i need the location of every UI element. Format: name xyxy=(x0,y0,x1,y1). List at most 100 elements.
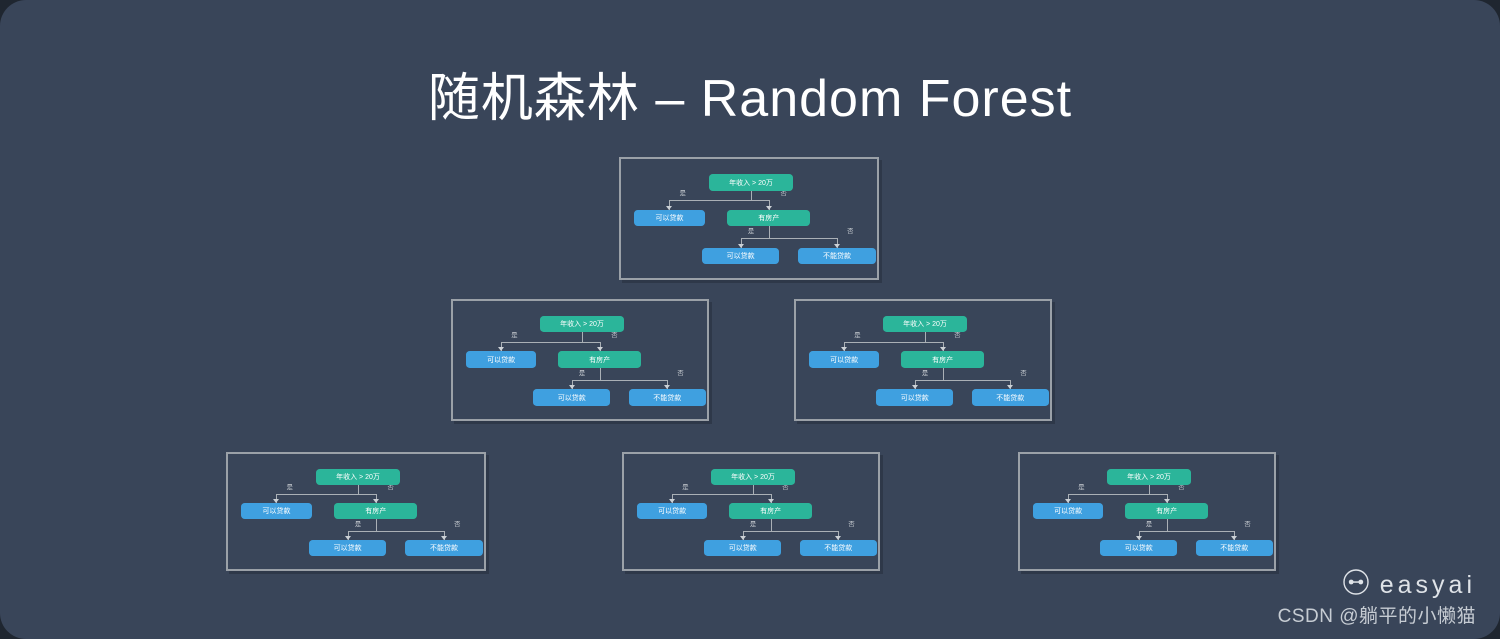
tree-edge-label: 否 xyxy=(1020,369,1027,377)
tree-connector xyxy=(914,379,1011,381)
tree-node-n2: 可以贷款 xyxy=(636,503,708,519)
tree-node-n4: 可以贷款 xyxy=(704,540,781,556)
tree-connector xyxy=(1068,493,1167,495)
tree-canvas: 是否是否年收入 > 20万可以贷款有房产可以贷款不能贷款 xyxy=(621,159,877,278)
tree-connector xyxy=(836,238,838,249)
tree-edge-label: 否 xyxy=(611,331,618,339)
tree-node-n3: 有房产 xyxy=(334,503,418,519)
tree-canvas: 是否是否年收入 > 20万可以贷款有房产可以贷款不能贷款 xyxy=(453,301,707,419)
tree-node-n1: 年收入 > 20万 xyxy=(883,316,967,333)
tree-arrow-head xyxy=(833,244,840,249)
tree-edge-label: 是 xyxy=(854,331,861,339)
tree-arrow-head xyxy=(1065,499,1072,504)
tree-node-n4: 可以贷款 xyxy=(309,540,387,556)
tree-connector xyxy=(770,493,772,504)
tree-arrow-head xyxy=(939,347,946,352)
tree-edge-label: 是 xyxy=(578,369,586,377)
tree-connector xyxy=(1166,518,1168,531)
tree-connector xyxy=(844,341,846,352)
tree-arrow-head xyxy=(273,499,280,504)
tree-connector xyxy=(914,379,916,390)
tree-edge-label: 否 xyxy=(780,189,787,197)
tree-edge-label: 是 xyxy=(749,520,757,528)
tree-connector xyxy=(667,379,669,390)
tree-connector xyxy=(770,518,772,531)
tree-edge-label: 否 xyxy=(847,228,854,236)
tree-connector xyxy=(838,530,840,541)
tree-node-n1: 年收入 > 20万 xyxy=(315,468,401,485)
tree-arrow-head xyxy=(841,347,848,352)
tree-node-n3: 有房产 xyxy=(1125,503,1208,519)
tree-edge-label: 否 xyxy=(1244,520,1251,528)
tree-edge-label: 是 xyxy=(286,483,293,491)
tree-connector xyxy=(1149,484,1150,494)
decision-tree-4: 是否是否年收入 > 20万可以贷款有房产可以贷款不能贷款 xyxy=(226,452,486,571)
decision-tree-5: 是否是否年收入 > 20万可以贷款有房产可以贷款不能贷款 xyxy=(622,452,880,571)
tree-arrow-head xyxy=(1135,536,1142,541)
tree-arrow-head xyxy=(1163,499,1170,504)
tree-connector xyxy=(1068,493,1070,504)
tree-node-n3: 有房产 xyxy=(558,351,641,368)
tree-node-n5: 不能贷款 xyxy=(800,540,877,556)
tree-connector xyxy=(375,518,377,531)
tree-edge-label: 否 xyxy=(454,520,461,528)
tree-edge-label: 否 xyxy=(387,483,394,491)
tree-edge-label: 否 xyxy=(848,520,855,528)
easyai-logo: easyai xyxy=(1278,568,1476,601)
tree-edge-label: 是 xyxy=(1078,483,1085,491)
tree-connector xyxy=(276,493,278,504)
tree-connector xyxy=(672,493,674,504)
decision-tree-1: 是否是否年收入 > 20万可以贷款有房产可以贷款不能贷款 xyxy=(619,157,879,280)
tree-edge-label: 是 xyxy=(354,520,362,528)
tree-node-n2: 可以贷款 xyxy=(633,209,706,227)
tree-connector xyxy=(375,493,377,504)
tree-node-n2: 可以贷款 xyxy=(808,351,880,368)
tree-connector xyxy=(844,341,943,343)
tree-node-n1: 年收入 > 20万 xyxy=(711,468,795,485)
tree-canvas: 是否是否年收入 > 20万可以贷款有房产可以贷款不能贷款 xyxy=(1020,454,1274,569)
tree-connector xyxy=(501,341,600,343)
tree-edge-label: 是 xyxy=(679,189,686,197)
tree-node-n5: 不能贷款 xyxy=(629,389,706,406)
tree-arrow-head xyxy=(568,385,575,390)
tree-arrow-head xyxy=(344,536,351,541)
tree-node-n1: 年收入 > 20万 xyxy=(540,316,624,333)
tree-canvas: 是否是否年收入 > 20万可以贷款有房产可以贷款不能贷款 xyxy=(796,301,1050,419)
tree-edge-label: 否 xyxy=(954,331,961,339)
tree-node-n2: 可以贷款 xyxy=(1032,503,1104,519)
tree-node-n5: 不能贷款 xyxy=(405,540,483,556)
tree-arrow-head xyxy=(835,536,842,541)
page-title: 随机森林 – Random Forest xyxy=(427,70,1073,128)
tree-node-n3: 有房产 xyxy=(729,503,812,519)
tree-arrow-head xyxy=(911,385,918,390)
tree-connector xyxy=(740,238,742,249)
tree-connector xyxy=(925,332,926,342)
decision-tree-3: 是否是否年收入 > 20万可以贷款有房产可以贷款不能贷款 xyxy=(794,299,1052,421)
circle-dumbbell-icon xyxy=(1342,568,1370,601)
tree-node-n3: 有房产 xyxy=(727,209,811,227)
tree-node-n2: 可以贷款 xyxy=(240,503,313,519)
tree-arrow-head xyxy=(765,205,772,210)
tree-canvas: 是否是否年收入 > 20万可以贷款有房产可以贷款不能贷款 xyxy=(228,454,484,569)
tree-connector xyxy=(347,530,444,532)
tree-node-n4: 可以贷款 xyxy=(876,389,953,406)
tree-arrow-head xyxy=(440,536,447,541)
tree-node-n2: 可以贷款 xyxy=(465,351,537,368)
tree-connector xyxy=(742,530,839,532)
tree-connector xyxy=(358,484,359,494)
tree-node-n5: 不能贷款 xyxy=(798,248,876,265)
tree-connector xyxy=(669,199,671,210)
tree-connector xyxy=(768,199,770,210)
tree-arrow-head xyxy=(1007,385,1014,390)
tree-arrow-head xyxy=(1231,536,1238,541)
tree-node-n3: 有房产 xyxy=(901,351,984,368)
tree-connector xyxy=(1138,530,1140,541)
tree-edge-label: 是 xyxy=(511,331,518,339)
decision-tree-6: 是否是否年收入 > 20万可以贷款有房产可以贷款不能贷款 xyxy=(1018,452,1276,571)
tree-connector xyxy=(571,379,668,381)
tree-connector xyxy=(571,379,573,390)
tree-connector xyxy=(1138,530,1235,532)
tree-arrow-head xyxy=(669,499,676,504)
tree-connector xyxy=(501,341,503,352)
tree-connector xyxy=(347,530,349,541)
